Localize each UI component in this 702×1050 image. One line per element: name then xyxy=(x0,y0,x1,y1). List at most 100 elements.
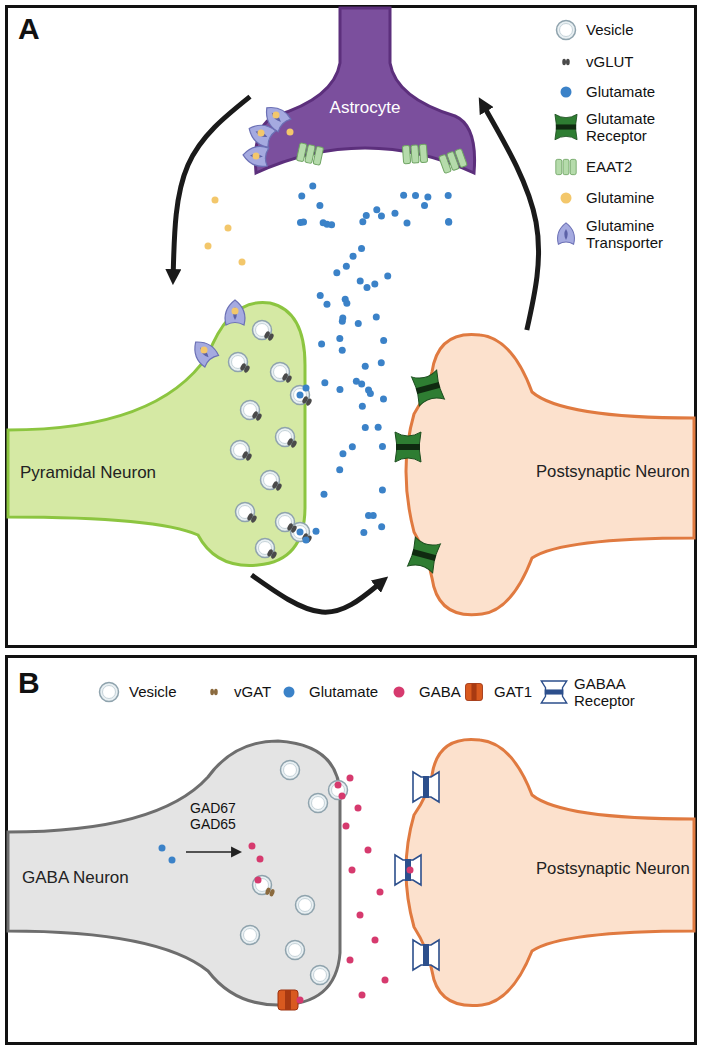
glutamate-dot xyxy=(350,253,357,260)
enzyme-arrow xyxy=(186,851,240,853)
enzyme-label: GAD65 xyxy=(190,816,236,832)
legend-icon xyxy=(552,78,580,106)
glutamate-receptor xyxy=(412,370,445,406)
glutamate-dot xyxy=(323,301,330,308)
eaat2-transporter xyxy=(402,144,427,164)
glutamate-dot xyxy=(358,380,365,387)
eaat2-transporter xyxy=(296,143,467,174)
node-label: Postsynaptic Neuron xyxy=(536,859,690,879)
glutamate-dot xyxy=(360,529,367,536)
legend-entry: Glutamate xyxy=(275,678,378,706)
gaba-dot xyxy=(372,937,379,944)
cycle-arrow xyxy=(252,575,378,612)
legend-symbol xyxy=(558,223,575,244)
glutamate-dot xyxy=(303,385,310,392)
legend-text: vGAT xyxy=(234,683,271,700)
legend-entry: vGLUT xyxy=(552,48,634,76)
gaba-dot xyxy=(359,992,366,999)
node-label: Astrocyte xyxy=(330,98,401,118)
gat1-transporter xyxy=(278,990,298,1010)
node-label: GABA Neuron xyxy=(22,868,129,888)
eaat2-transporter xyxy=(296,143,323,166)
glutamine-dot xyxy=(225,225,232,232)
legend-icon xyxy=(552,113,580,141)
glutamate-receptor xyxy=(395,432,421,462)
vglut-protein xyxy=(246,513,257,524)
eaat2-transporter xyxy=(439,148,468,173)
glutamate-dot xyxy=(342,296,349,303)
legend-swatch xyxy=(561,87,572,98)
glutamate-dot xyxy=(373,206,380,213)
gabaa-receptor xyxy=(413,772,439,802)
vesicle xyxy=(236,503,255,522)
glutamine-dot xyxy=(201,112,294,354)
glutamate-dot xyxy=(370,512,377,519)
glutamine-transporter xyxy=(260,101,292,133)
glutamate-dot xyxy=(300,219,307,226)
legend-entry: Vesicle xyxy=(552,16,634,44)
glutamate-dot xyxy=(363,212,370,219)
glutamate-dot xyxy=(297,392,304,399)
gaba-dot xyxy=(357,912,364,919)
gaba-dot xyxy=(335,782,342,789)
glutamate-dot xyxy=(445,219,452,226)
glutamate-dot xyxy=(159,845,176,864)
glutamate-dot xyxy=(384,273,391,280)
glutamate-dot xyxy=(371,281,378,288)
vesicle xyxy=(291,386,310,405)
glutamate-dot xyxy=(339,315,346,322)
neuron-shape: Postsynaptic Neuron xyxy=(390,735,694,1010)
glutamine-dot xyxy=(212,197,219,204)
vglut-protein xyxy=(301,533,312,544)
vglut-protein xyxy=(281,373,292,384)
vesicle xyxy=(261,471,280,490)
legend-swatch xyxy=(394,687,405,698)
legend-text: GAT1 xyxy=(494,683,532,700)
legend-entry: Glutamine Transporter xyxy=(552,217,690,252)
gabaa-receptor xyxy=(413,940,439,970)
figure-panel: AAstrocytePyramidal NeuronPostsynaptic N… xyxy=(5,5,697,648)
glutamate-dot xyxy=(421,202,428,209)
glutamate-dot xyxy=(317,292,324,299)
glutamate-dot xyxy=(313,528,320,535)
neuron-shape: Pyramidal Neuron xyxy=(8,285,305,575)
legend-swatch xyxy=(284,687,295,698)
glutamate-dot xyxy=(379,443,386,450)
gaba-dot xyxy=(255,877,262,884)
legend-symbol xyxy=(541,681,567,703)
glutamate-dot xyxy=(404,219,411,226)
vesicle xyxy=(286,941,305,960)
glutamate-receptor xyxy=(408,537,441,573)
legend-text: Glutamine Transporter xyxy=(586,217,690,252)
gaba-dot xyxy=(377,889,384,896)
vgat-protein xyxy=(265,887,276,897)
gabaa-receptor xyxy=(395,855,421,885)
glutamate-dot xyxy=(359,218,366,225)
legend-text: GABA xyxy=(419,683,461,700)
glutamate-dot xyxy=(336,386,343,393)
legend-symbol xyxy=(100,683,119,702)
vglut-protein xyxy=(286,438,297,449)
glutamate-dot xyxy=(316,202,323,209)
gaba-dot xyxy=(297,997,304,1004)
vesicle xyxy=(296,896,315,915)
glutamate-dot xyxy=(353,378,360,385)
glutamine-dot xyxy=(239,259,246,266)
legend-symbol xyxy=(556,159,576,174)
gaba-dot xyxy=(347,775,354,782)
legend-icon xyxy=(275,678,303,706)
glutamate-dot xyxy=(339,450,346,457)
outline-path xyxy=(406,334,694,614)
vesicle xyxy=(253,876,272,895)
vglut-protein xyxy=(251,411,262,422)
vesicle xyxy=(291,523,310,542)
glutamine-dot xyxy=(232,308,239,315)
glutamine-transporter xyxy=(245,119,276,148)
glutamate-dot xyxy=(358,245,365,252)
neuron-shape: GABA Neuron xyxy=(8,735,340,1010)
glutamate-dot xyxy=(375,424,382,431)
legend-entry: GAT1 xyxy=(460,678,532,706)
legend-text: Vesicle xyxy=(586,21,634,38)
